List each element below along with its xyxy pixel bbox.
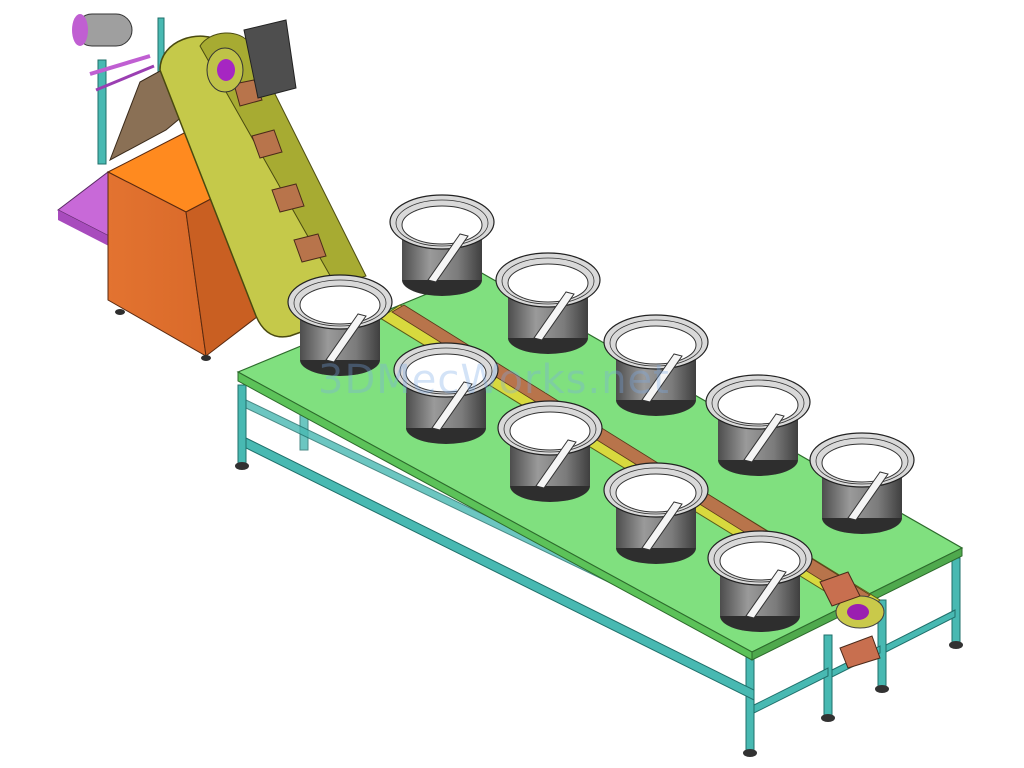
feeder-bowl-1 — [389, 194, 495, 297]
feeder-bowl-10 — [707, 530, 813, 633]
feeder-bowl-9 — [603, 462, 709, 565]
feeder-bowl-3 — [287, 274, 393, 377]
table-feet — [235, 462, 963, 757]
feeder-bowl-7 — [497, 400, 603, 503]
feeder-bowl-6 — [705, 374, 811, 477]
elevator — [159, 19, 367, 338]
feeder-bowl-8 — [809, 432, 915, 535]
feeder-bowl-4 — [603, 314, 709, 417]
feeder-bowl-2 — [495, 252, 601, 355]
feeder-bowl-5 — [393, 342, 499, 445]
